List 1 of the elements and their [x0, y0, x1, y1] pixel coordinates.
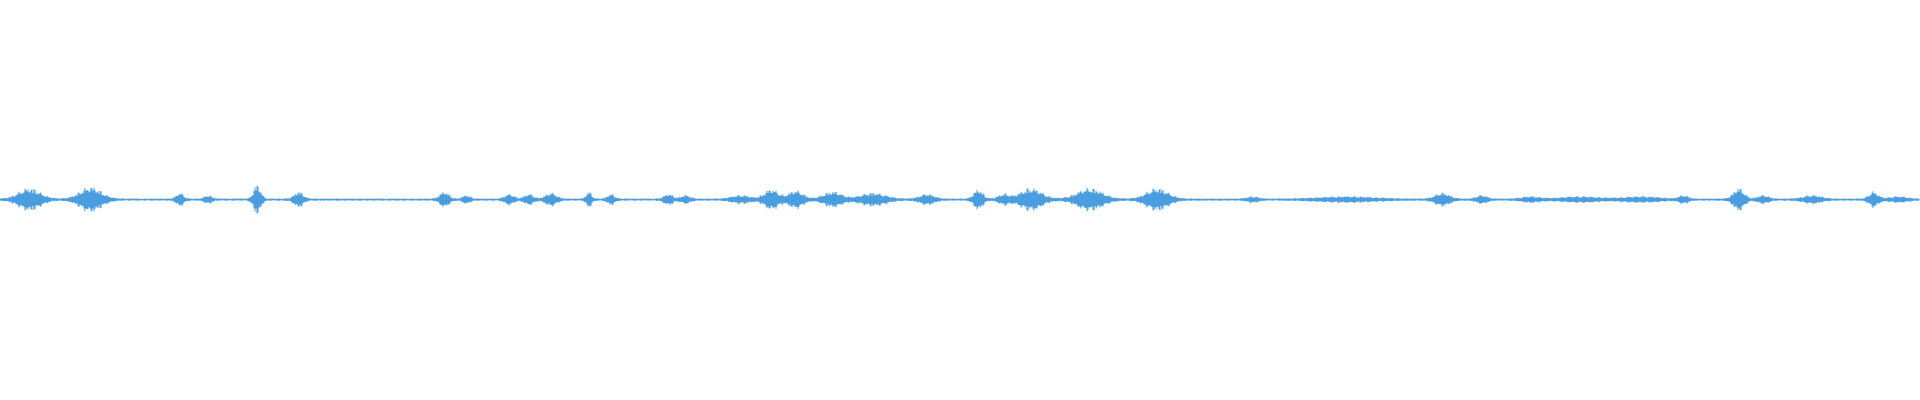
waveform-drawing [0, 185, 1920, 214]
